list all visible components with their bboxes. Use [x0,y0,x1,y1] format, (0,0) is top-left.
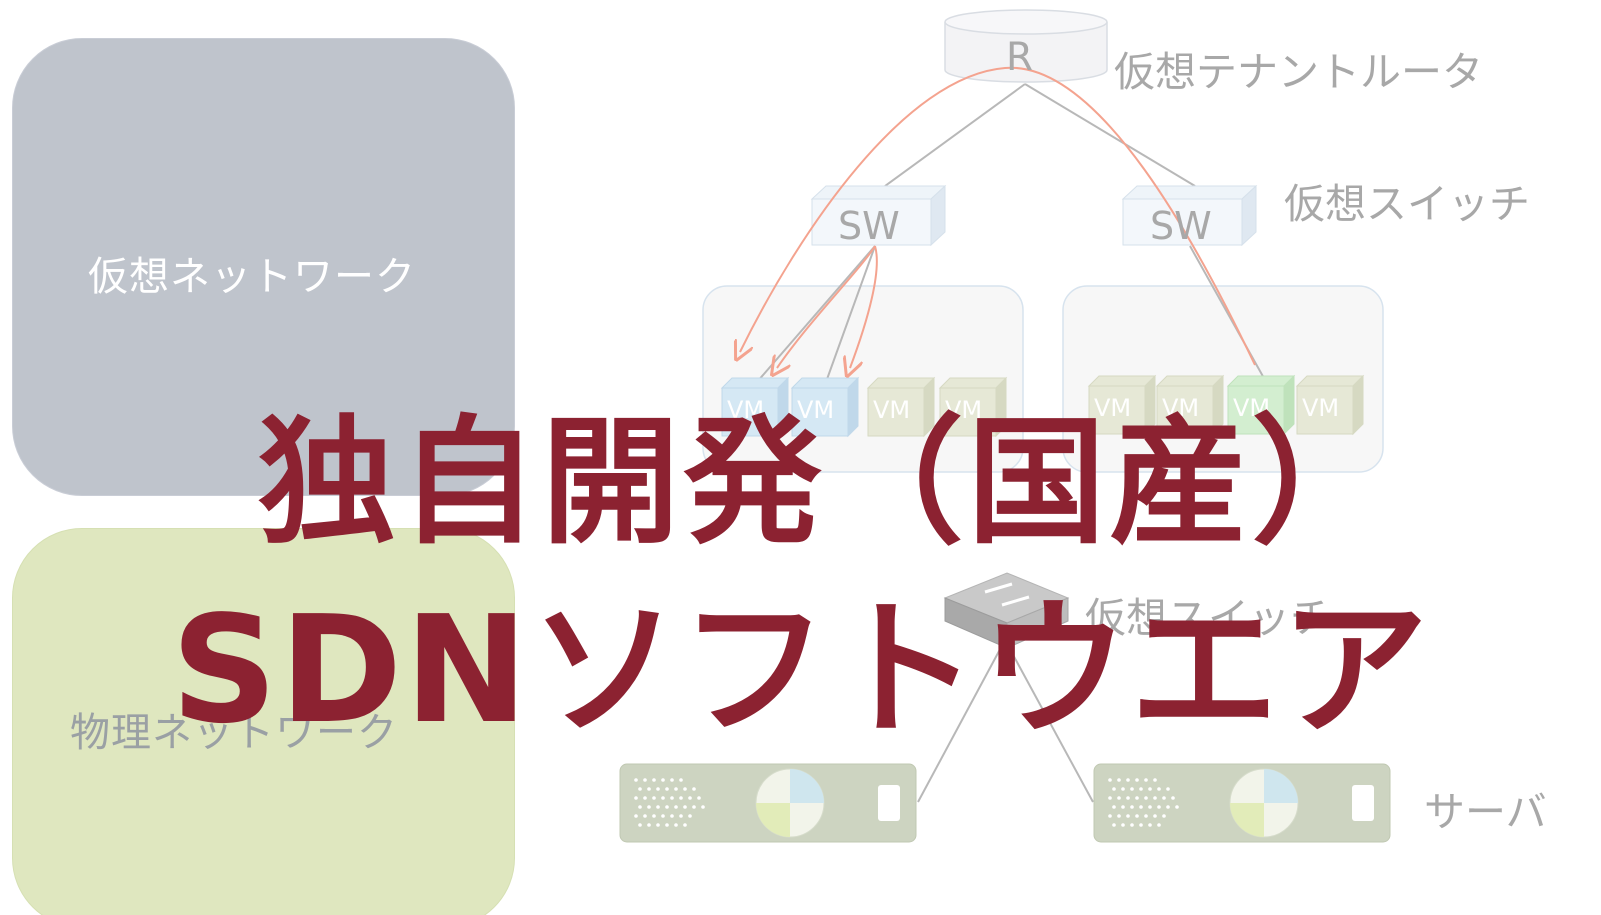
switch-label-right: SW [1150,204,1212,248]
vm-box-icon [1226,374,1296,436]
vm-label: VM [797,396,835,424]
virtual-network-label: 仮想ネットワーク [88,254,416,300]
switch-box-icon [1121,184,1258,247]
headline-line-1: 独自開発（国産） [257,402,1394,563]
headline-line-2: SDNソフトウエア [170,584,1431,756]
router-label: 仮想テナントルータ [1114,48,1483,96]
vm-label: VM [873,396,911,424]
physical-network-label: 物理ネットワーク [70,710,398,756]
vm-label: VM [1302,394,1340,422]
server-chassis-icon [619,763,917,843]
router-cylinder-icon [944,9,1108,83]
vm-label: VM [1233,394,1271,422]
vm-box-icon [1087,374,1157,436]
virtual-switch-label: 仮想スイッチ [1284,180,1530,228]
vm-label: VM [945,396,983,424]
vm-box-icon [720,376,790,438]
physical-switch-label: 仮想スイッチ [1085,594,1331,642]
vm-box-icon [1155,374,1225,436]
vm-label: VM [1094,394,1132,422]
virtual-network-panel [12,38,515,496]
vm-label: VM [1162,394,1200,422]
traffic-arrows [740,66,1256,368]
switch-label-left: SW [838,204,900,248]
physical-switch-icon [943,572,1070,649]
servers [619,763,1391,843]
connection-lines [756,83,1266,803]
vm-box-icon [938,376,1008,438]
server-chassis-icon [1093,763,1391,843]
vm-box-icon [790,376,860,438]
vm-boxes [720,374,1365,438]
switch-box-icon [810,184,947,247]
router-letter: R [1006,35,1034,80]
vm-box-icon [1295,374,1365,436]
vm-box-icon [866,376,936,438]
physical-network-panel [12,528,515,915]
vm-label: VM [727,396,765,424]
server-label: サーバ [1424,788,1547,836]
